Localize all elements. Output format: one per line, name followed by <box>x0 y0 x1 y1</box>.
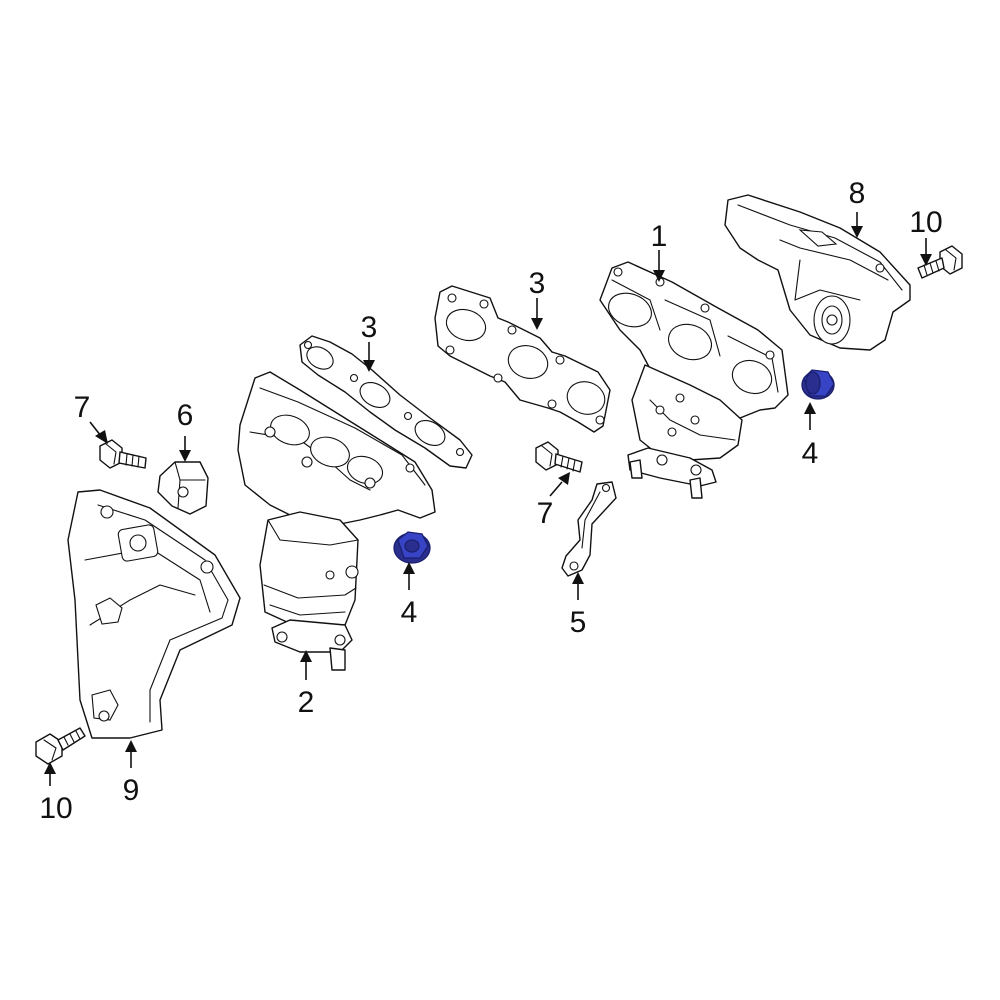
callout-1-label: 1 <box>651 220 668 253</box>
bracket-6[interactable] <box>157 461 209 515</box>
exhaust-manifold-catalytic-converter-left[interactable] <box>237 371 436 671</box>
bolt-10-right[interactable] <box>917 245 963 279</box>
callout-4-right: 4 <box>802 402 819 470</box>
callout-5: 5 <box>570 572 587 639</box>
gasket-3-left[interactable] <box>299 335 473 469</box>
callout-3-right-label: 3 <box>529 267 546 300</box>
callout-4-right-label: 4 <box>802 437 819 470</box>
callout-5-label: 5 <box>570 606 587 639</box>
bolt-10-left[interactable] <box>35 727 86 765</box>
flange-nut-4-left[interactable] <box>393 531 431 564</box>
callout-6: 6 <box>177 399 194 462</box>
bolt-7-middle[interactable] <box>535 441 583 473</box>
bracket-5[interactable] <box>561 481 617 577</box>
callout-8-label: 8 <box>849 177 866 210</box>
callout-2: 2 <box>298 650 315 719</box>
callout-3-left: 3 <box>361 311 378 372</box>
callout-10-right-label: 10 <box>909 206 942 239</box>
heat-shield-right[interactable] <box>724 194 911 351</box>
callout-7-left: 7 <box>74 391 108 444</box>
callout-10-left: 10 <box>39 762 73 825</box>
callout-1: 1 <box>651 220 668 282</box>
callout-4-left: 4 <box>401 562 418 629</box>
callout-10-left-label: 10 <box>39 792 72 825</box>
callout-7-left-label: 7 <box>74 391 91 424</box>
callout-7-middle: 7 <box>537 472 570 530</box>
callout-9-label: 9 <box>123 774 140 807</box>
callout-2-label: 2 <box>298 686 315 719</box>
heat-shield-left[interactable] <box>67 489 241 739</box>
gasket-3-right[interactable] <box>434 285 611 433</box>
flange-nut-4-right[interactable] <box>801 369 835 400</box>
callout-10-right: 10 <box>909 206 943 266</box>
callout-3-left-label: 3 <box>361 311 378 344</box>
callout-8: 8 <box>849 177 866 238</box>
callout-3-right: 3 <box>529 267 546 330</box>
exhaust-manifold-catalytic-converter-right[interactable] <box>599 261 789 499</box>
callout-6-label: 6 <box>177 399 194 432</box>
callout-4-left-label: 4 <box>401 596 418 629</box>
callout-7-middle-label: 7 <box>537 497 554 530</box>
callout-9: 9 <box>123 740 140 807</box>
bolt-7-left[interactable] <box>99 439 147 469</box>
